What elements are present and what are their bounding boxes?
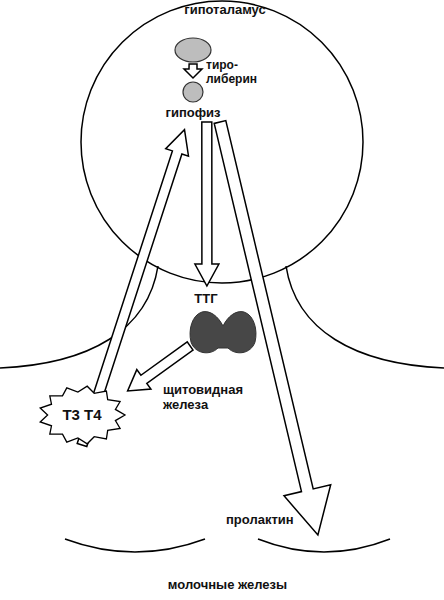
hormone-burst: T3 T4 <box>38 385 126 445</box>
hypothalamus-ellipse <box>175 38 211 62</box>
thyroid-node: щитовидная железа <box>188 310 258 355</box>
hollow-arrow <box>195 122 219 286</box>
pituitary-circle <box>183 82 203 102</box>
mammary-node: молочные железы <box>60 535 395 560</box>
edge-label: пролактин <box>226 512 316 527</box>
neck-line <box>286 266 444 368</box>
thyroid-gland <box>190 312 256 353</box>
pituitary-node: гипофиз <box>163 80 223 122</box>
node-label: молочные железы <box>60 577 395 592</box>
edge-label: ТТГ <box>186 291 226 306</box>
node-label: щитовидная железа <box>163 382 258 412</box>
thyroid-shape <box>188 310 258 355</box>
hypothalamus-node: гипоталамус <box>150 0 300 64</box>
node-label: гипоталамус <box>170 2 280 17</box>
node-label: T3 T4 <box>38 406 126 423</box>
edge-label: тиро- либерин <box>206 58 266 86</box>
breast-arc <box>65 539 205 552</box>
breasts-shape <box>60 535 395 560</box>
breast-arc <box>258 539 390 552</box>
hollow-arrow <box>184 64 202 78</box>
node-label: гипофиз <box>153 105 233 120</box>
